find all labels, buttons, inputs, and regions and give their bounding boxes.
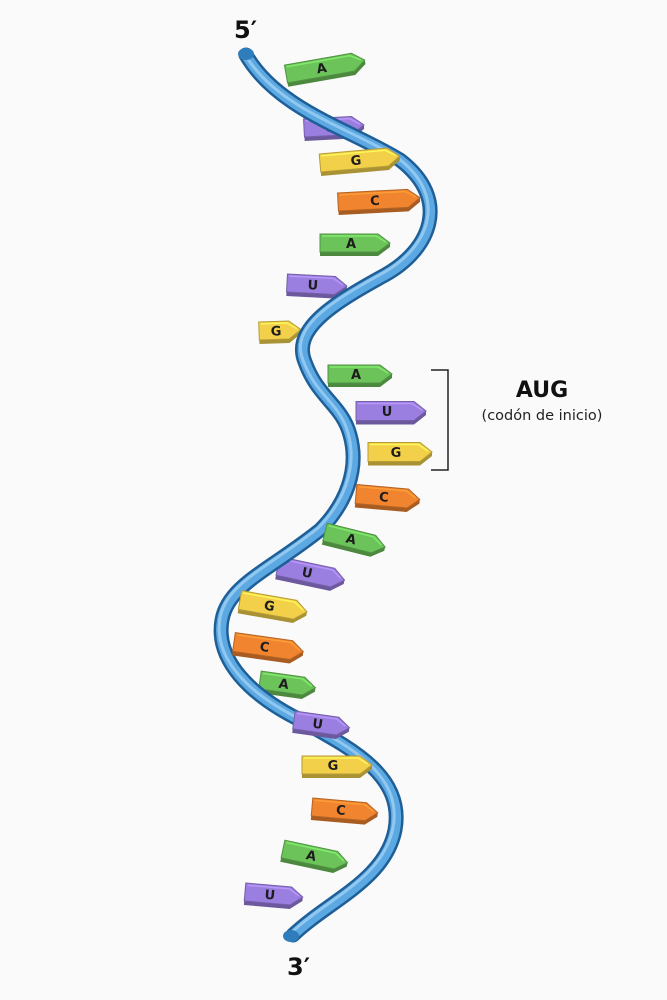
base-g-plate: G: [237, 590, 308, 624]
base-letter: C: [378, 490, 389, 506]
base-u-plate: U: [286, 273, 348, 299]
base-a-plate: A: [319, 233, 391, 256]
three-prime-cap: [283, 930, 299, 942]
base-letter: C: [370, 194, 380, 209]
base-u-plate: U: [243, 882, 304, 909]
base-letter: A: [351, 368, 361, 383]
base-c-plate: C: [232, 632, 305, 664]
base-g-plate: G: [258, 320, 302, 344]
base-g-plate: G: [367, 442, 433, 466]
base-a-plate: A: [283, 52, 366, 87]
base-letter: U: [300, 565, 313, 582]
base-letter: U: [264, 888, 276, 904]
base-letter: A: [344, 531, 357, 548]
base-a-plate: A: [280, 839, 349, 873]
base-letter: C: [335, 803, 346, 819]
base-u-plate: U: [292, 710, 351, 739]
base-c-plate: C: [337, 188, 421, 215]
five-prime-cap: [238, 48, 254, 60]
base-g-plate: G: [318, 147, 401, 176]
base-g-plate: G: [301, 755, 373, 778]
base-letter: G: [263, 598, 276, 615]
codon-bracket: [431, 369, 449, 471]
base-u-plate: U: [355, 401, 427, 425]
codon-title: AUG: [515, 378, 569, 403]
base-c-plate: C: [354, 483, 421, 512]
base-letter: G: [350, 153, 362, 169]
base-letter: U: [307, 278, 318, 294]
base-a-plate: A: [327, 364, 393, 387]
base-letter: G: [391, 446, 402, 461]
base-u-plate: U: [275, 556, 346, 591]
base-letter: U: [311, 717, 324, 733]
base-letter: A: [346, 237, 356, 252]
backbone-gloss: [217, 51, 430, 935]
codon-description: (codón de inicio): [481, 408, 603, 424]
base-letter: A: [278, 677, 290, 693]
base-letter: G: [328, 759, 339, 774]
base-a-plate: A: [321, 522, 386, 557]
five-prime-label: 5′: [234, 16, 258, 44]
base-letter: A: [305, 848, 318, 865]
base-letter: U: [382, 405, 393, 420]
three-prime-label: 3′: [287, 953, 311, 981]
base-letter: G: [270, 324, 281, 339]
base-c-plate: C: [310, 797, 379, 825]
base-letter: A: [315, 61, 328, 78]
base-letter: C: [259, 640, 271, 656]
